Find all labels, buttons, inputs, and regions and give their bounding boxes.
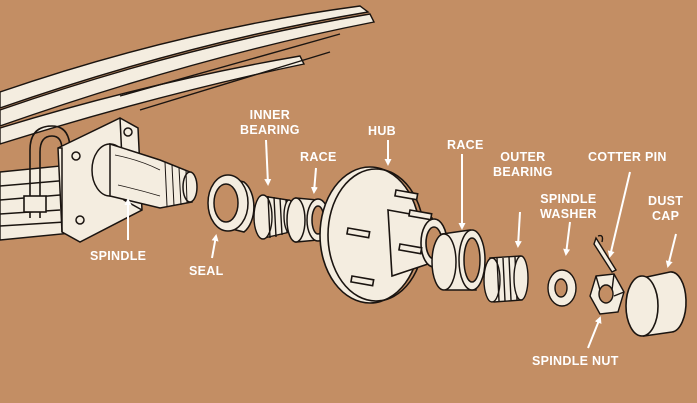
leader-arrows bbox=[124, 139, 677, 349]
label-outer-bearing: OUTER BEARING bbox=[493, 150, 553, 179]
hub-part bbox=[319, 166, 448, 304]
label-outer-race: RACE bbox=[447, 138, 484, 152]
label-spindle-nut: SPINDLE NUT bbox=[532, 354, 619, 368]
arrow-inner-bearing bbox=[264, 139, 272, 186]
arrow-seal bbox=[211, 234, 219, 259]
dust-cap-part bbox=[625, 271, 687, 337]
label-inner-race: RACE bbox=[300, 150, 337, 164]
label-cotter-pin: COTTER PIN bbox=[588, 150, 667, 164]
leaf-spring bbox=[0, 5, 376, 145]
arrow-cotter-pin bbox=[607, 171, 631, 258]
spindle-nut-part bbox=[589, 273, 625, 315]
label-seal: SEAL bbox=[189, 264, 224, 278]
label-dust-cap: DUST CAP bbox=[648, 194, 684, 223]
arrow-spindle-nut bbox=[587, 316, 602, 349]
cotter-pin-part bbox=[593, 234, 618, 273]
arrow-spindle-washer bbox=[563, 221, 571, 256]
arrow-outer-bearing bbox=[514, 211, 522, 248]
outer-race-part bbox=[431, 229, 486, 291]
label-hub: HUB bbox=[368, 124, 396, 138]
arrow-dust-cap bbox=[665, 233, 677, 268]
arrow-inner-race bbox=[310, 167, 318, 194]
outer-bearing-part bbox=[483, 255, 529, 303]
label-inner-bearing: INNER BEARING bbox=[240, 108, 300, 137]
u-bolt bbox=[23, 125, 71, 218]
spindle-part bbox=[91, 142, 198, 209]
spindle-washer-part bbox=[547, 269, 577, 307]
label-spindle-washer: SPINDLE WASHER bbox=[540, 192, 597, 221]
label-spindle: SPINDLE bbox=[90, 249, 147, 263]
seal-part bbox=[207, 174, 255, 233]
